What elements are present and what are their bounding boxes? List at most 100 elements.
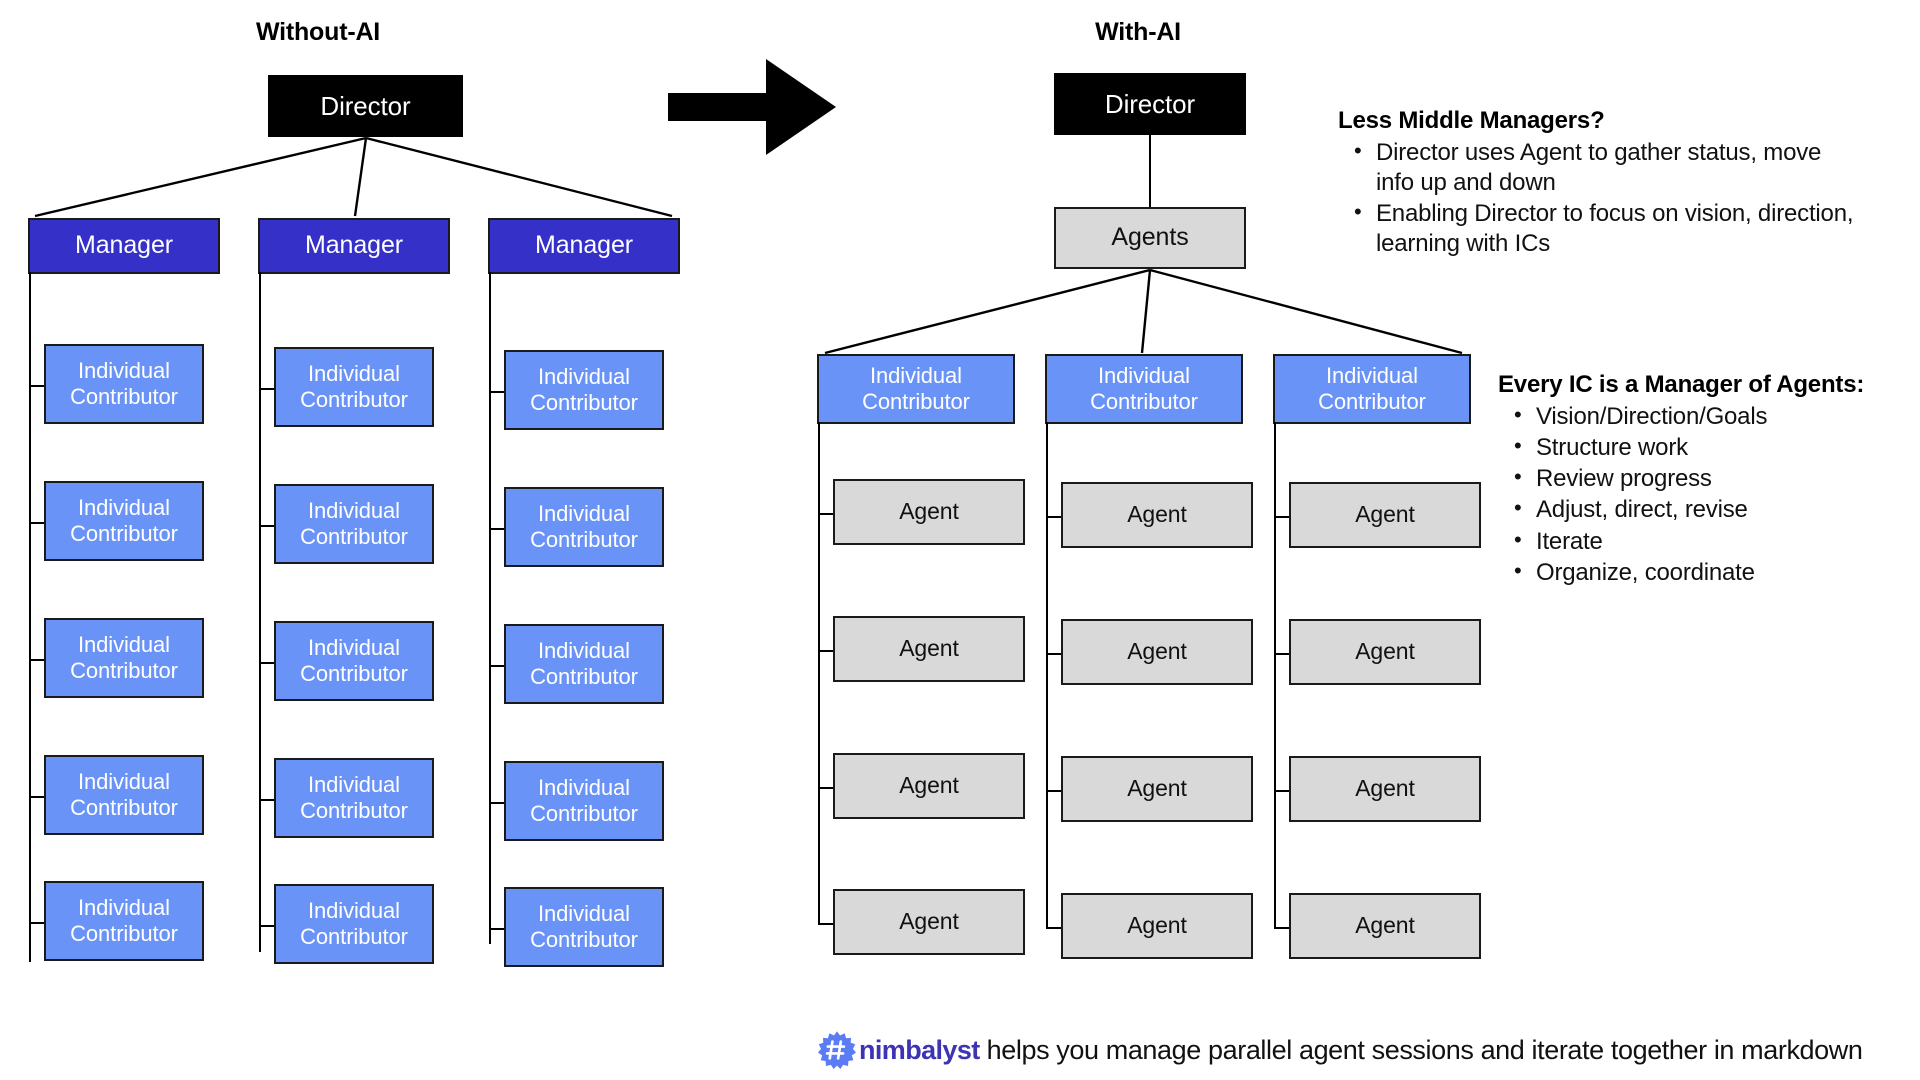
with-ai-ic-1-stub-2 [818,650,834,652]
manager-1-spine [29,272,31,962]
without-ai-director-box: Director [268,75,463,137]
with-ai-ic-1-stub-1 [818,513,834,515]
with-ai-ic-1-spine [818,422,820,923]
agent-box-2-1: Agent [1061,482,1253,548]
agent-box-3-1: Agent [1289,482,1481,548]
panel-2-heading: Every IC is a Manager of Agents: [1498,371,1865,398]
with-ai-ic-1-stub-4 [818,923,834,925]
agent-label-1-1: Agent [899,498,959,525]
ic-box-3-3: Individual Contributor [504,624,664,704]
panel-1-bullets: Director uses Agent to gather status, mo… [1338,137,1858,260]
agent-box-2-4: Agent [1061,893,1253,959]
ic-label-1-5: Individual Contributor [70,895,178,946]
ic-box-3-1: Individual Contributor [504,350,664,430]
ic-label-3-3: Individual Contributor [530,638,638,689]
panel-2-bullet-4: Adjust, direct, revise [1514,494,1918,525]
ic-box-2-3: Individual Contributor [274,621,434,701]
manager-3-stub-4 [489,802,505,804]
with-ai-ic-label-2: Individual Contributor [1090,363,1198,414]
ic-box-1-1: Individual Contributor [44,344,204,424]
without-ai-director-connectors [34,136,673,218]
manager-box-3: Manager [488,218,680,274]
with-ai-ic-2-stub-1 [1046,516,1062,518]
agent-box-1-4: Agent [833,889,1025,955]
agent-label-3-3: Agent [1355,775,1415,802]
manager-1-stub-3 [29,659,45,661]
agent-label-2-4: Agent [1127,912,1187,939]
ic-box-1-5: Individual Contributor [44,881,204,961]
with-ai-ic-3-stub-2 [1274,653,1290,655]
ic-label-3-1: Individual Contributor [530,364,638,415]
with-ai-ic-2-stub-2 [1046,653,1062,655]
ic-box-2-2: Individual Contributor [274,484,434,564]
ic-box-1-4: Individual Contributor [44,755,204,835]
ic-label-1-3: Individual Contributor [70,632,178,683]
agent-label-3-4: Agent [1355,912,1415,939]
manager-2-stub-5 [259,925,275,927]
agent-box-2-2: Agent [1061,619,1253,685]
manager-2-stub-3 [259,662,275,664]
without-ai-director-label: Director [320,90,411,121]
panel-2-bullet-1: Vision/Direction/Goals [1514,401,1918,432]
with-ai-director-box: Director [1054,73,1246,135]
manager-1-stub-5 [29,922,45,924]
agents-ic-connectors [824,268,1463,355]
panel-2-bullet-6: Organize, coordinate [1514,557,1918,588]
ic-label-2-2: Individual Contributor [300,498,408,549]
with-ai-ic-3-stub-4 [1274,927,1290,929]
with-ai-ic-2-stub-4 [1046,927,1062,929]
agent-label-3-2: Agent [1355,638,1415,665]
with-ai-ic-3-stub-3 [1274,790,1290,792]
manager-1-stub-1 [29,385,45,387]
transition-right-arrow-icon [668,59,836,155]
manager-3-stub-1 [489,391,505,393]
ic-box-1-2: Individual Contributor [44,481,204,561]
agent-label-1-2: Agent [899,635,959,662]
without-ai-title: Without-AI [255,18,381,46]
manager-box-1: Manager [28,218,220,274]
manager-box-2: Manager [258,218,450,274]
agent-box-3-3: Agent [1289,756,1481,822]
manager-3-stub-2 [489,528,505,530]
with-ai-ic-label-3: Individual Contributor [1318,363,1426,414]
manager-1-stub-2 [29,522,45,524]
manager-label-3: Manager [535,231,633,260]
manager-2-stub-1 [259,388,275,390]
manager-3-stub-3 [489,665,505,667]
panel-2-bullets: Vision/Direction/Goals Structure work Re… [1498,401,1918,588]
ic-label-2-5: Individual Contributor [300,898,408,949]
agent-label-3-1: Agent [1355,501,1415,528]
manager-label-2: Manager [305,231,403,260]
agent-label-2-3: Agent [1127,775,1187,802]
panel-2-bullet-2: Structure work [1514,432,1918,463]
agent-box-3-2: Agent [1289,619,1481,685]
ic-box-2-4: Individual Contributor [274,758,434,838]
manager-2-stub-4 [259,799,275,801]
with-ai-title: With-AI [1095,18,1181,46]
with-ai-ic-2-stub-3 [1046,790,1062,792]
footer-tagline: helps you manage parallel agent sessions… [986,1034,1863,1065]
panel-less-middle-managers: Less Middle Managers? Director uses Agen… [1338,106,1858,261]
agent-box-1-3: Agent [833,753,1025,819]
ic-label-2-1: Individual Contributor [300,361,408,412]
agent-label-2-1: Agent [1127,501,1187,528]
with-ai-director-agents-connector [1149,134,1151,207]
ic-label-3-5: Individual Contributor [530,901,638,952]
agent-box-1-1: Agent [833,479,1025,545]
ic-box-2-1: Individual Contributor [274,347,434,427]
ic-label-3-2: Individual Contributor [530,501,638,552]
manager-3-spine [489,272,491,944]
panel-1-heading: Less Middle Managers? [1338,107,1605,134]
agent-box-2-3: Agent [1061,756,1253,822]
agent-box-1-2: Agent [833,616,1025,682]
with-ai-ic-1-stub-3 [818,787,834,789]
with-ai-ic-label-1: Individual Contributor [862,363,970,414]
manager-1-stub-4 [29,796,45,798]
panel-1-bullet-2: Enabling Director to focus on vision, di… [1354,198,1858,259]
ic-box-3-2: Individual Contributor [504,487,664,567]
ic-label-1-1: Individual Contributor [70,358,178,409]
agent-label-1-4: Agent [899,908,959,935]
ic-label-2-3: Individual Contributor [300,635,408,686]
footer-banner: nimbalyst helps you manage parallel agen… [818,1031,1863,1069]
panel-2-bullet-5: Iterate [1514,526,1918,557]
